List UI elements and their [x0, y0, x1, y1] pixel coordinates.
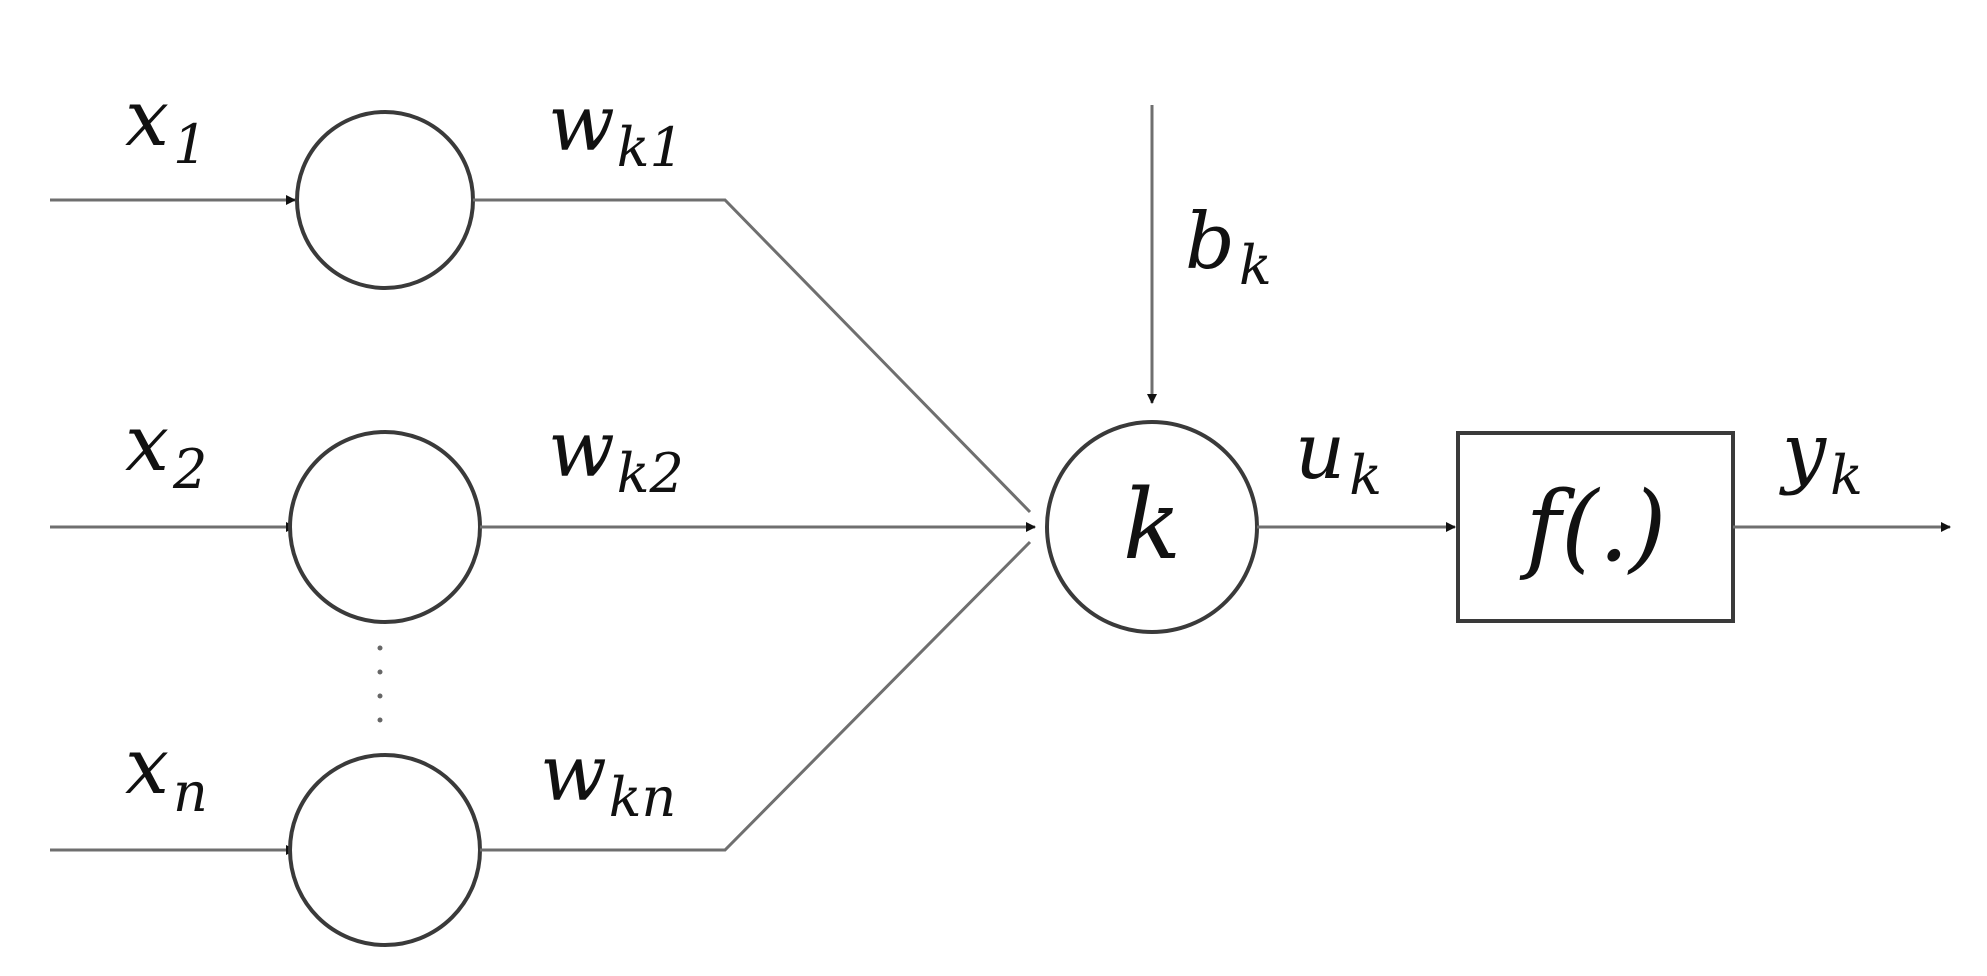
weight-line-n: [480, 540, 1032, 852]
ellipsis-dots: [377, 645, 383, 723]
weight-label-n: wkn: [540, 729, 676, 829]
weight-label-1: wk1: [548, 79, 684, 179]
activation-label: f(.): [1520, 471, 1667, 583]
input-label-2: x2: [125, 399, 207, 501]
neuron-label: k: [1123, 469, 1181, 581]
input-label-1: x1: [125, 74, 207, 176]
bias-label: bk: [1185, 197, 1272, 297]
activation-box: [1456, 431, 1735, 623]
input-node-2: [288, 430, 482, 624]
input-label-n: xn: [125, 722, 208, 824]
input-node-1: [295, 110, 475, 290]
weight-label-2: wk2: [548, 405, 684, 505]
output-label: yk: [1779, 407, 1863, 507]
weight-line-1: [473, 198, 1032, 514]
net-output-label: uk: [1295, 407, 1382, 507]
input-node-n: [288, 753, 482, 947]
